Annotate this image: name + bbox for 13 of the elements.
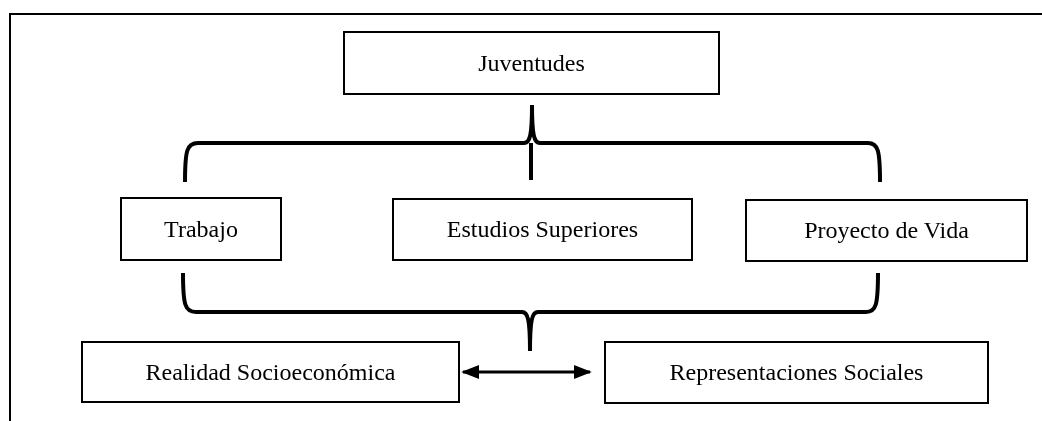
node-label: Representaciones Sociales bbox=[669, 359, 924, 386]
double-arrow bbox=[461, 364, 592, 380]
node-label: Juventudes bbox=[478, 49, 585, 77]
node-label: Proyecto de Vida bbox=[804, 217, 969, 244]
text-box bbox=[343, 31, 720, 95]
text-box bbox=[81, 341, 460, 403]
node-label: Estudios Superiores bbox=[446, 216, 639, 243]
text-box bbox=[120, 197, 282, 261]
text-box bbox=[745, 199, 1028, 262]
node-label: Trabajo bbox=[164, 215, 238, 243]
text-box bbox=[392, 198, 693, 261]
text-box bbox=[604, 341, 989, 404]
node-label: Realidad Socioeconómica bbox=[145, 358, 396, 386]
